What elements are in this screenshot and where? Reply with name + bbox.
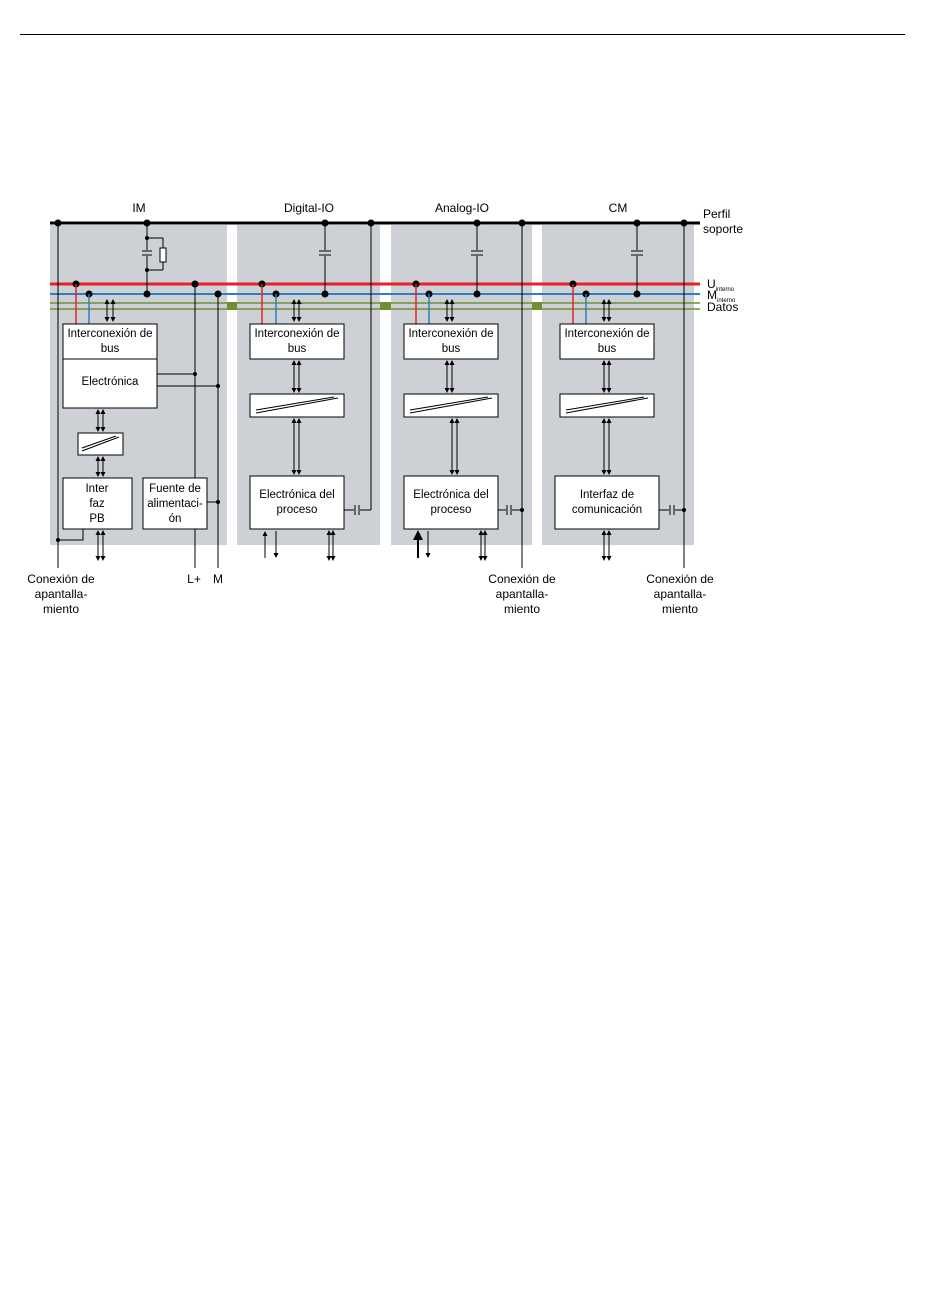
data-rail-joint-2 bbox=[380, 302, 391, 310]
page-top-rule bbox=[20, 34, 905, 35]
aio-process-label-1: Electrónica del bbox=[413, 489, 488, 501]
aio-bus-label-1: Interconexión de bbox=[408, 328, 493, 340]
im-psu-label-1: Fuente de bbox=[149, 483, 201, 495]
u-rail-label: Uinterno bbox=[707, 277, 735, 293]
module-title-im: IM bbox=[132, 201, 145, 215]
module-title-digital-io: Digital-IO bbox=[284, 201, 334, 215]
im-shield-label-3: miento bbox=[43, 602, 79, 616]
dio-bus-label-1: Interconexión de bbox=[254, 328, 339, 340]
dio-process-label-2: proceso bbox=[277, 504, 318, 516]
dio-process-label-1: Electrónica del bbox=[259, 489, 334, 501]
module-title-analog-io: Analog-IO bbox=[435, 201, 489, 215]
im-psu-label-3: ón bbox=[169, 513, 182, 525]
cm-comm-label-1: Interfaz de bbox=[580, 489, 634, 501]
dio-process-box bbox=[249, 475, 345, 530]
data-rail-label: Datos bbox=[707, 300, 738, 314]
im-electronics-box bbox=[62, 358, 158, 409]
im-psu-label-2: alimentaci- bbox=[147, 498, 203, 510]
im-pb-label-1: Inter bbox=[85, 483, 108, 495]
m-label: M bbox=[213, 572, 223, 586]
cm-comm-label-2: comunicación bbox=[572, 504, 642, 516]
profile-rail-label-1: Perfil bbox=[703, 207, 730, 221]
cm-bus-label-1: Interconexión de bbox=[564, 328, 649, 340]
aio-shield-label-1: Conexión de bbox=[488, 572, 556, 586]
im-shield-label-1: Conexión de bbox=[27, 572, 95, 586]
cm-bus-box bbox=[559, 323, 655, 360]
aio-process-label-2: proceso bbox=[431, 504, 472, 516]
im-power-supply-box bbox=[142, 477, 208, 530]
im-bus-box bbox=[62, 323, 158, 360]
lplus-label: L+ bbox=[187, 572, 201, 586]
im-pb-label-2: faz bbox=[89, 498, 105, 510]
aio-process-box bbox=[403, 475, 499, 530]
im-pb-interface-box bbox=[62, 477, 133, 530]
cm-comm-interface-box bbox=[554, 475, 660, 530]
aio-bus-box bbox=[403, 323, 499, 360]
aio-bus-label-2: bus bbox=[442, 343, 461, 355]
data-rail-joint-3 bbox=[532, 302, 542, 310]
im-pb-label-3: PB bbox=[89, 513, 105, 525]
im-electronics-label: Electrónica bbox=[82, 376, 139, 388]
module-title-cm: CM bbox=[609, 201, 628, 215]
im-bus-label-1: Interconexión de bbox=[67, 328, 152, 340]
cm-shield-label-3: miento bbox=[662, 602, 698, 616]
cm-shield-label-1: Conexión de bbox=[646, 572, 714, 586]
m-rail-label: Minterno bbox=[707, 288, 736, 304]
im-shield-label-2: apantalla- bbox=[35, 587, 88, 601]
cm-bus-label-2: bus bbox=[598, 343, 617, 355]
aio-shield-label-2: apantalla- bbox=[496, 587, 549, 601]
dio-bus-label-2: bus bbox=[288, 343, 307, 355]
im-bus-label-2: bus bbox=[101, 343, 120, 355]
cm-shield-label-2: apantalla- bbox=[654, 587, 707, 601]
dio-bus-box bbox=[249, 323, 345, 360]
aio-shield-label-3: miento bbox=[504, 602, 540, 616]
data-rail-joint-1 bbox=[227, 302, 237, 310]
profile-rail-label-2: soporte bbox=[703, 222, 743, 236]
